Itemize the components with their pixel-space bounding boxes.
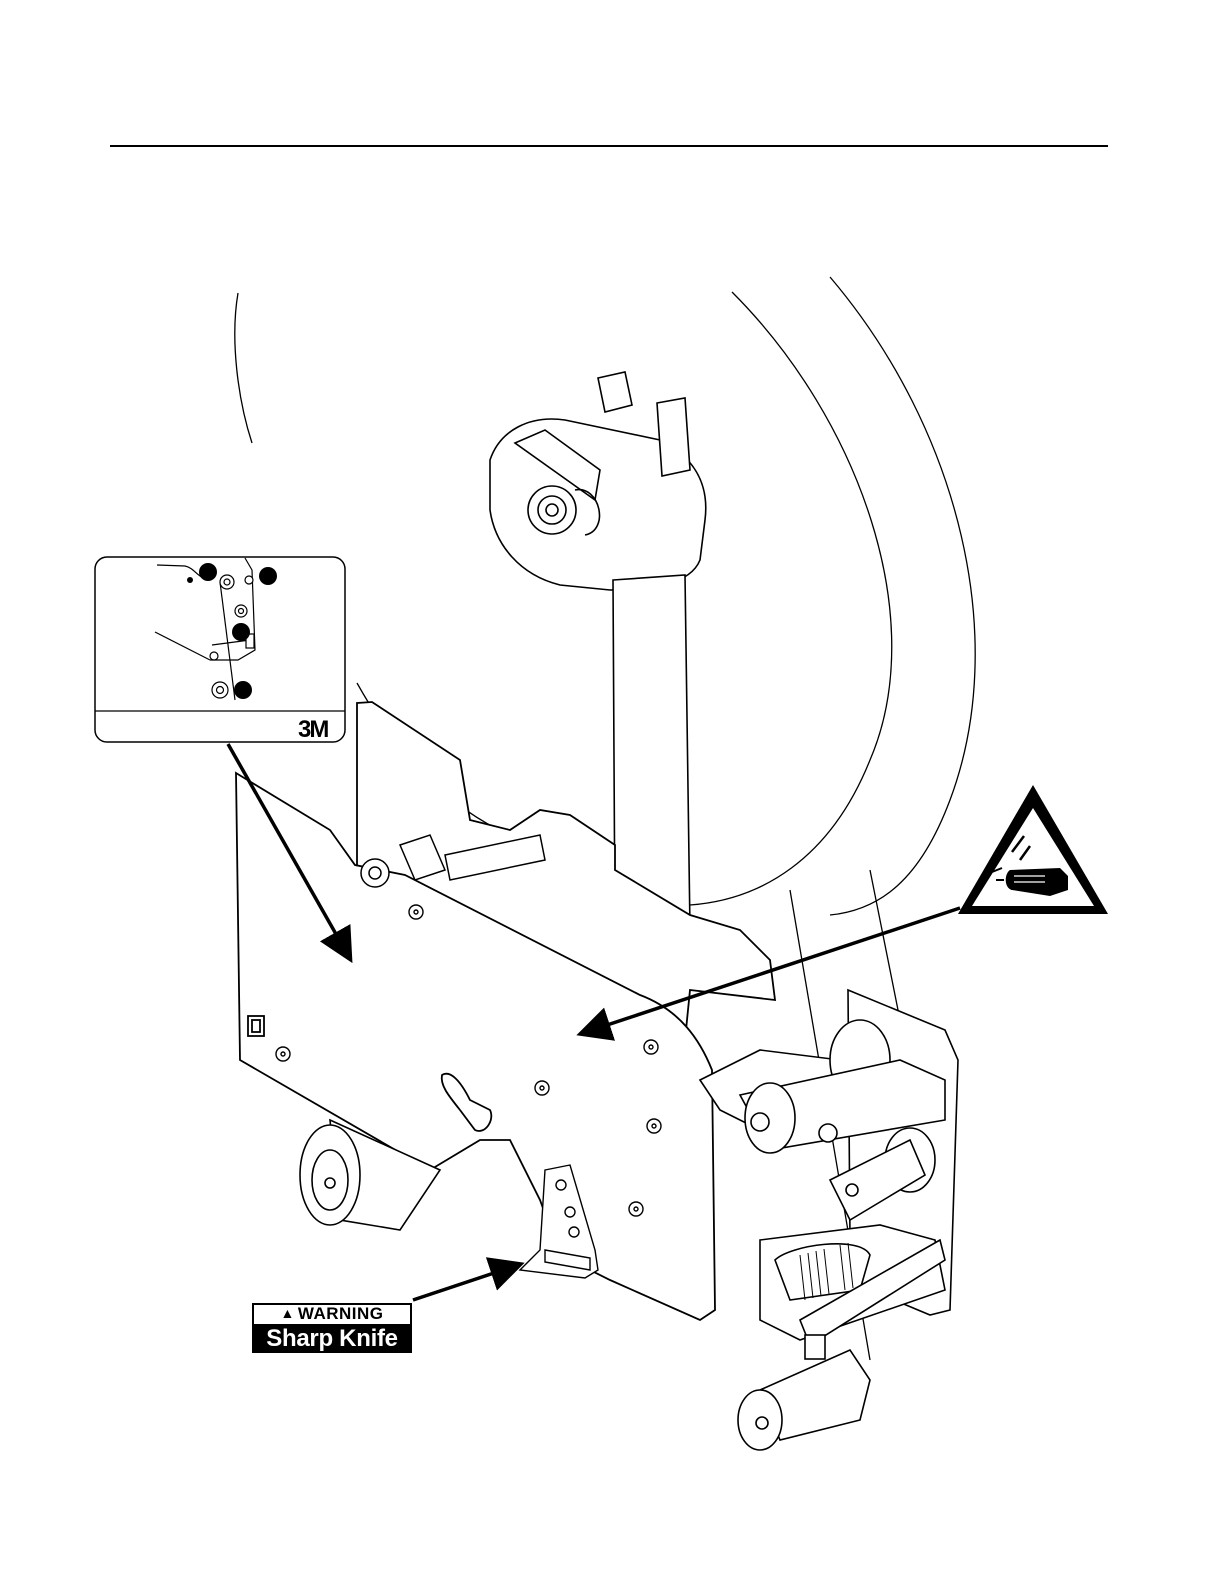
inset-marker-2 bbox=[259, 567, 277, 585]
warning-body-text: Sharp Knife bbox=[254, 1324, 410, 1351]
main-plate bbox=[236, 702, 775, 1320]
warning-triangle-icon: ▲ bbox=[280, 1305, 294, 1322]
inset-marker-4 bbox=[234, 681, 252, 699]
inset-marker-small bbox=[187, 577, 193, 583]
inset-brand-logo: 3M bbox=[298, 716, 327, 744]
warning-header: ▲WARNING bbox=[254, 1305, 410, 1322]
right-roller-assembly bbox=[700, 990, 958, 1450]
hand-cut-hazard-icon bbox=[958, 785, 1108, 914]
inset-marker-3 bbox=[232, 623, 250, 641]
warning-header-text: WARNING bbox=[298, 1304, 384, 1323]
inset-marker-1 bbox=[199, 563, 217, 581]
roll-core-hub bbox=[490, 372, 706, 590]
warning-label: ▲WARNING Sharp Knife bbox=[252, 1303, 412, 1353]
arrow-warning-to-knife bbox=[413, 1265, 518, 1300]
threading-inset bbox=[95, 557, 345, 742]
